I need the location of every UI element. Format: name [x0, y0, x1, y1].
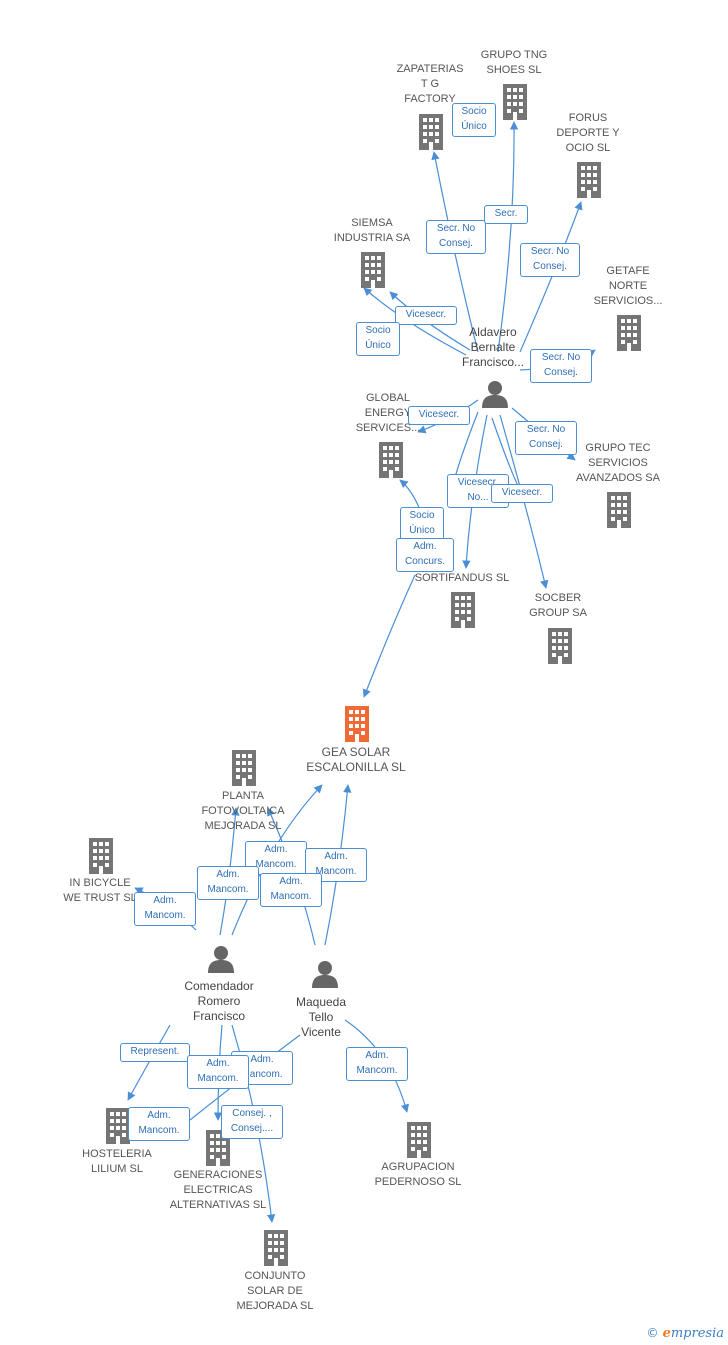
edge-aldavero-forus [519, 201, 583, 353]
person-icon [208, 946, 234, 973]
edge-label: Secr. No Consej. [520, 243, 580, 277]
edge-label: Consej. , Consej.... [221, 1105, 283, 1139]
brand-name: mpresia [670, 1326, 724, 1341]
company-sortifandus[interactable]: SORTIFANDUS SL [414, 572, 510, 584]
person-comendador[interactable]: Comendador Romero Francisco [184, 979, 254, 1023]
company-forus[interactable]: FORUS DEPORTE Y OCIO SL [556, 112, 620, 154]
edge-label: Socio Único [452, 103, 496, 137]
building-icon [89, 838, 113, 874]
edge-aldavero-grupo-tng [497, 121, 519, 353]
company-in-bicycle[interactable]: IN BICYCLE WE TRUST SL [63, 877, 137, 904]
company-zapaterias[interactable]: ZAPATERIAS T G FACTORY [396, 63, 464, 105]
company-agrupacion[interactable]: AGRUPACION PEDERNOSO SL [374, 1161, 462, 1188]
edge-global-gea [362, 574, 416, 698]
building-icon [451, 592, 475, 628]
edge-label: Socio Único [400, 507, 444, 541]
brand-initial: e [662, 1326, 671, 1341]
empresia-logo[interactable]: © empresia [646, 1326, 724, 1341]
building-icon [407, 1122, 431, 1158]
building-icon [617, 315, 641, 351]
building-icon [419, 114, 443, 150]
edge-label: Vicesecr. [408, 406, 470, 425]
building-icon [379, 442, 403, 478]
edge-label: Represent. [120, 1043, 190, 1062]
company-grupo-tec[interactable]: GRUPO TEC SERVICIOS AVANZADOS SA [576, 442, 660, 484]
edge-comendador-hosteleria [127, 1024, 171, 1101]
person-icon [482, 381, 508, 408]
building-icon [232, 750, 256, 786]
company-generaciones[interactable]: GENERACIONES ELECTRICAS ALTERNATIVAS SL [169, 1169, 267, 1211]
building-icon [548, 628, 572, 664]
edge-label: Secr. No Consej. [426, 220, 486, 254]
building-icon [361, 252, 385, 288]
edge-label: Secr. No Consej. [515, 421, 577, 455]
edge-label: Adm. Mancom. [187, 1055, 249, 1089]
edge-label: Vicesecr. [395, 306, 457, 325]
person-icon [312, 961, 338, 988]
edge-aldavero-zapaterias [431, 151, 479, 353]
company-conjunto[interactable]: CONJUNTO SOLAR DE MEJORADA SL [236, 1270, 314, 1312]
edge-label: Secr. [484, 205, 528, 224]
building-icon [264, 1230, 288, 1266]
edge-label: Adm. Concurs. [396, 538, 454, 572]
copyright-symbol: © [646, 1326, 659, 1340]
company-getafe[interactable]: GETAFE NORTE SERVICIOS... [593, 265, 663, 307]
edge-aldavero-socber [499, 414, 549, 589]
company-gea-solar[interactable]: GEA SOLAR ESCALONILLA SL [306, 745, 406, 774]
edge-label: Socio Único [356, 322, 400, 356]
edge-label: Vicesecr. [491, 484, 553, 503]
edge-label: Secr. No Consej. [530, 349, 592, 383]
building-icon [577, 162, 601, 198]
company-hosteleria[interactable]: HOSTELERIA LILIUM SL [82, 1148, 152, 1175]
company-global-energy[interactable]: GLOBAL ENERGY SERVICES... [355, 392, 421, 434]
edge-label: Adm. Mancom. [134, 892, 196, 926]
focal-building-icon [345, 706, 369, 742]
edge-label: Adm. Mancom. [128, 1107, 190, 1141]
company-socber[interactable]: SOCBER GROUP SA [529, 592, 587, 619]
edge-label: Adm. Mancom. [346, 1047, 408, 1081]
company-planta[interactable]: PLANTA FOTOVOLTAICA MEJORADA SL [201, 790, 285, 832]
edge-global-socio [399, 479, 421, 511]
person-maqueda[interactable]: Maqueda Tello Vicente [295, 995, 347, 1039]
edge-label: Adm. Mancom. [260, 873, 322, 907]
person-aldavero[interactable]: Aldavero Bernalte Francisco... [461, 325, 525, 369]
building-icon [607, 492, 631, 528]
building-icon [503, 84, 527, 120]
building-icon [106, 1108, 130, 1144]
edge-label: Adm. Mancom. [197, 866, 259, 900]
company-grupo-tng[interactable]: GRUPO TNG SHOES SL [480, 49, 548, 76]
company-siemsa[interactable]: SIEMSA INDUSTRIA SA [333, 217, 411, 244]
